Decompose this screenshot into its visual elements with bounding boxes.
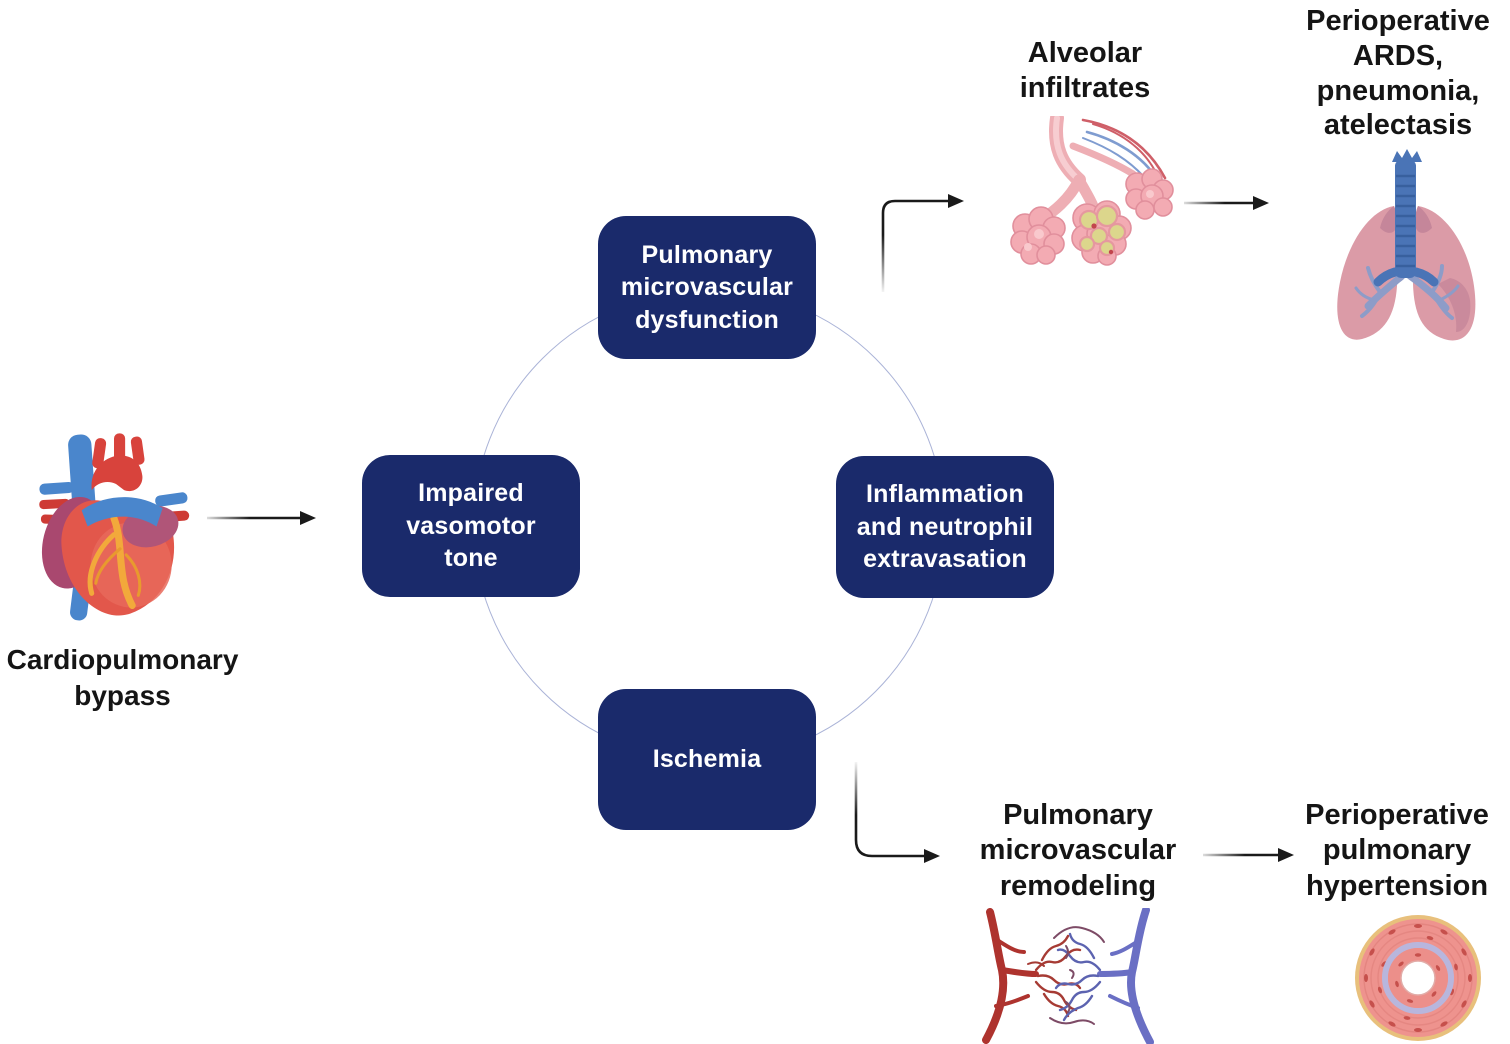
label-alveolar-infiltrates: Alveolar infiltrates [1019, 37, 1151, 105]
alveolar-sac-infiltrated [1071, 200, 1132, 266]
label-perioperative-ards: Perioperative ARDS, pneumonia, atelectas… [1306, 5, 1490, 142]
label-pulmonary-microvascular-remodeling: Pulmonary microvascular remodeling [979, 799, 1177, 902]
bronchi [1354, 264, 1460, 320]
cycle-node-label: Pulmonary microvascular dysfunction [620, 240, 794, 334]
arteriole [982, 908, 1039, 1044]
label-perioperative-pulmonary-hypertension: Perioperative pulmonary hypertension [1305, 799, 1489, 902]
aorta [91, 433, 145, 492]
alveolar-sac-right [1125, 168, 1174, 220]
lumen [1400, 960, 1436, 996]
lungs-illustration [1337, 149, 1476, 341]
capillary-network-illustration [982, 908, 1154, 1044]
elastic-lamina [1382, 942, 1454, 1014]
vessel-cross-section-illustration [1355, 915, 1481, 1041]
coronary-vessels [87, 514, 142, 610]
venule [1097, 908, 1154, 1044]
trachea [1373, 149, 1439, 287]
pulmonary-trunk [81, 497, 163, 527]
arrow-dysfunction-to-alveolar [881, 194, 964, 292]
alveoli-illustration [1010, 116, 1174, 266]
alveolar-sac-left [1010, 206, 1066, 265]
cycle-node-inflammation-neutrophil-extravasation: Inflammation and neutrophil extravasatio… [836, 456, 1054, 598]
right-lung [1412, 206, 1476, 341]
intima [1388, 948, 1448, 1008]
cycle-node-label: Ischemia [652, 745, 762, 774]
cycle-node-label: Inflammation and neutrophil extravasatio… [856, 480, 1034, 574]
cycle-node-label: Impaired vasomotor tone [406, 479, 536, 573]
capillary-mesh [1027, 926, 1105, 1025]
cycle-node-impaired-vasomotor-tone: Impaired vasomotor tone [362, 455, 580, 597]
cycle-node-ischemia: Ischemia [598, 689, 816, 830]
label-cardiopulmonary-bypass: Cardiopulmonary bypass [6, 644, 239, 712]
infiltrate-dot [1108, 249, 1114, 255]
heart-illustration [39, 433, 190, 621]
infiltrate-dot [1091, 223, 1097, 229]
arrow-ischemia-to-remodeling [854, 762, 940, 863]
cycle-node-pulmonary-microvascular-dysfunction: Pulmonary microvascular dysfunction [598, 216, 816, 359]
smooth-muscle-nuclei [1364, 924, 1472, 1032]
